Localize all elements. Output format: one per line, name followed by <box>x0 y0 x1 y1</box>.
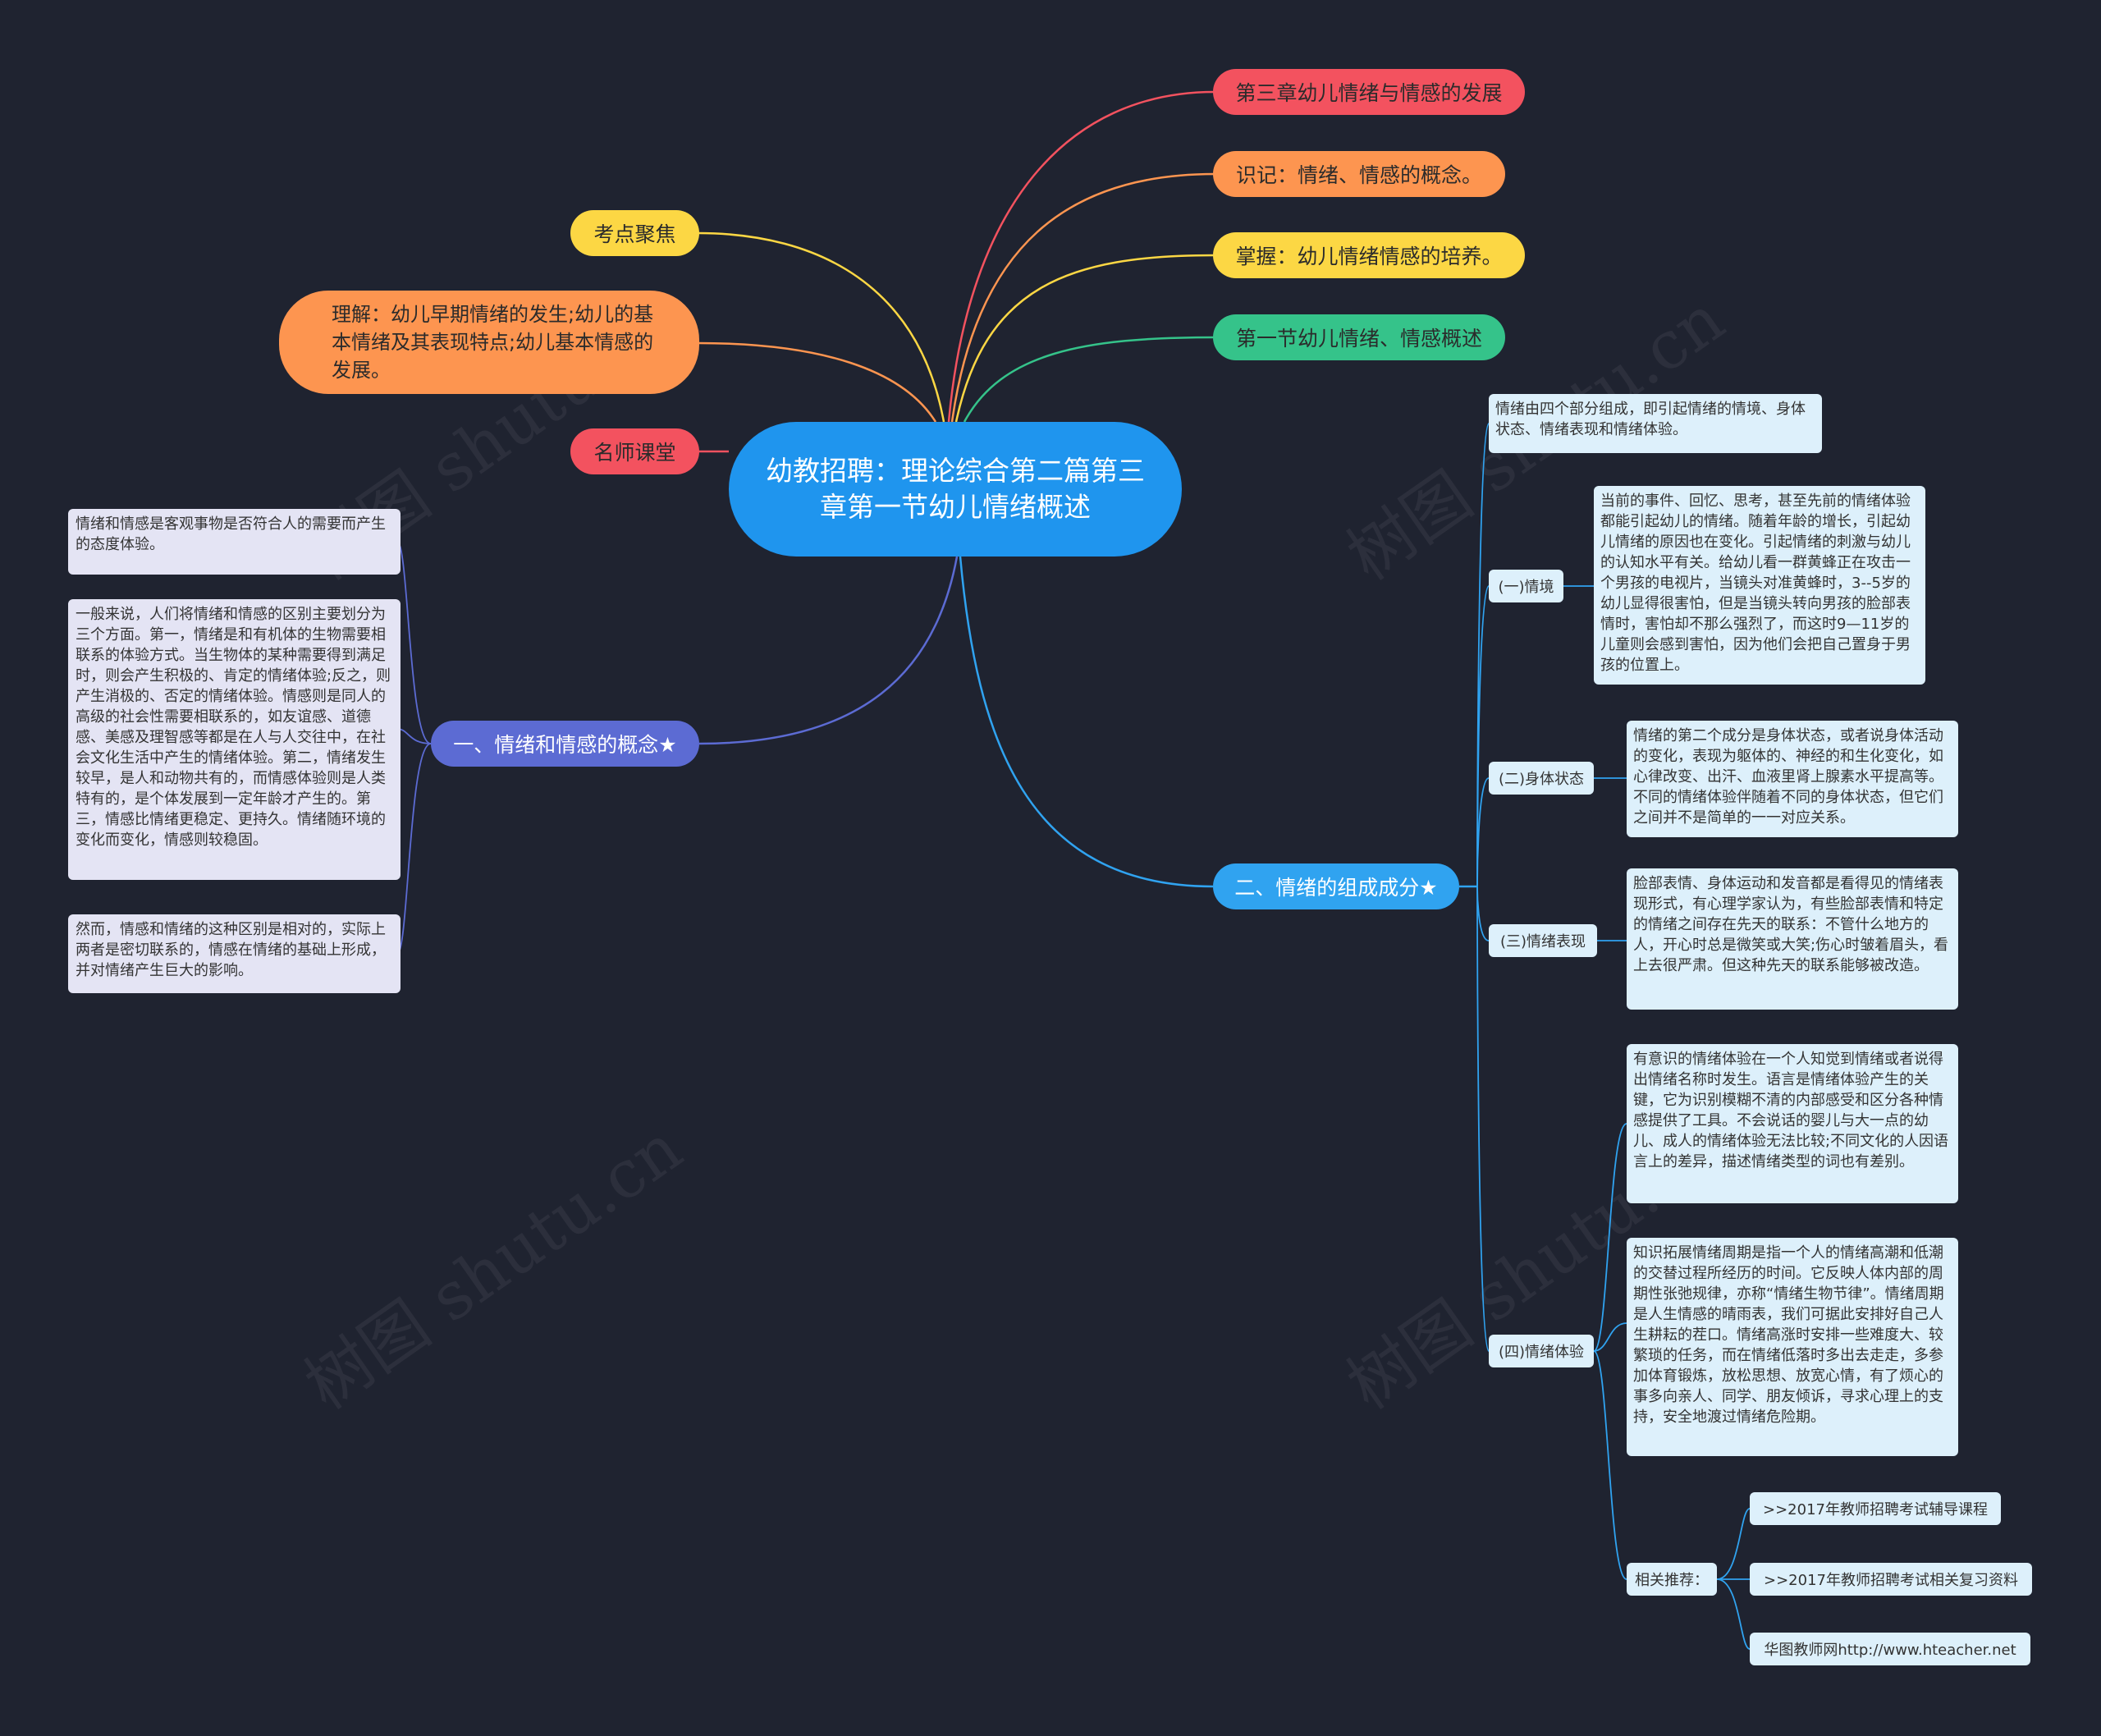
node-focus[interactable]: 考点聚焦 <box>570 210 699 256</box>
note-definition: 情绪和情感是客观事物是否符合人的需要而产生的态度体验。 <box>68 509 401 575</box>
node-chapter-title[interactable]: 第三章幼儿情绪与情感的发展 <box>1213 69 1525 115</box>
note-experience: 有意识的情绪体验在一个人知觉到情绪或者说得出情绪名称时发生。语言是情绪体验产生的… <box>1627 1044 1958 1203</box>
central-topic[interactable]: 幼教招聘：理论综合第二篇第三章第一节幼儿情绪概述 <box>729 422 1182 557</box>
note-body-state: 情绪的第二个成分是身体状态，或者说身体活动的变化，表现为躯体的、神经的和生化变化… <box>1627 721 1958 837</box>
link-course[interactable]: >>2017年教师招聘考试辅导课程 <box>1750 1492 2001 1525</box>
sub-situation[interactable]: (一)情境 <box>1489 570 1563 602</box>
note-difference: 一般来说，人们将情绪和情感的区别主要划分为三个方面。第一，情绪是和有机体的生物需… <box>68 599 401 880</box>
sub-body-state[interactable]: (二)身体状态 <box>1489 762 1594 795</box>
node-master[interactable]: 掌握：幼儿情绪情感的培养。 <box>1213 232 1525 278</box>
note-emotion-cycle: 知识拓展情绪周期是指一个人的情绪高潮和低潮的交替过程所经历的时间。它反映人体内部… <box>1627 1238 1958 1456</box>
node-understand[interactable]: 理解：幼儿早期情绪的发生;幼儿的基本情绪及其表现特点;幼儿基本情感的发展。 <box>279 291 699 394</box>
central-topic-text: 幼教招聘：理论综合第二篇第三章第一节幼儿情绪概述 <box>766 455 1145 523</box>
note-relation: 然而，情感和情绪的这种区别是相对的，实际上两者是密切联系的，情感在情绪的基础上形… <box>68 914 401 993</box>
sub-experience[interactable]: (四)情绪体验 <box>1489 1335 1594 1367</box>
sub-related[interactable]: 相关推荐： <box>1627 1563 1717 1596</box>
note-components-intro: 情绪由四个部分组成，即引起情绪的情境、身体状态、情绪表现和情绪体验。 <box>1489 394 1822 453</box>
node-teacher-class[interactable]: 名师课堂 <box>570 428 699 474</box>
link-review-materials[interactable]: >>2017年教师招聘考试相关复习资料 <box>1750 1563 2032 1596</box>
link-website[interactable]: 华图教师网http://www.hteacher.net <box>1750 1633 2030 1665</box>
note-situation: 当前的事件、回忆、思考，甚至先前的情绪体验都能引起幼儿的情绪。随着年龄的增长，引… <box>1594 486 1925 685</box>
branch-concept[interactable]: 一、情绪和情感的概念★ <box>431 721 699 767</box>
node-memorize[interactable]: 识记：情绪、情感的概念。 <box>1213 151 1505 197</box>
note-expression: 脸部表情、身体运动和发音都是看得见的情绪表现形式，有心理学家认为，有些脸部表情和… <box>1627 868 1958 1010</box>
node-section-one[interactable]: 第一节幼儿情绪、情感概述 <box>1213 314 1505 360</box>
sub-expression[interactable]: (三)情绪表现 <box>1489 924 1597 957</box>
branch-components[interactable]: 二、情绪的组成成分★ <box>1213 863 1459 909</box>
